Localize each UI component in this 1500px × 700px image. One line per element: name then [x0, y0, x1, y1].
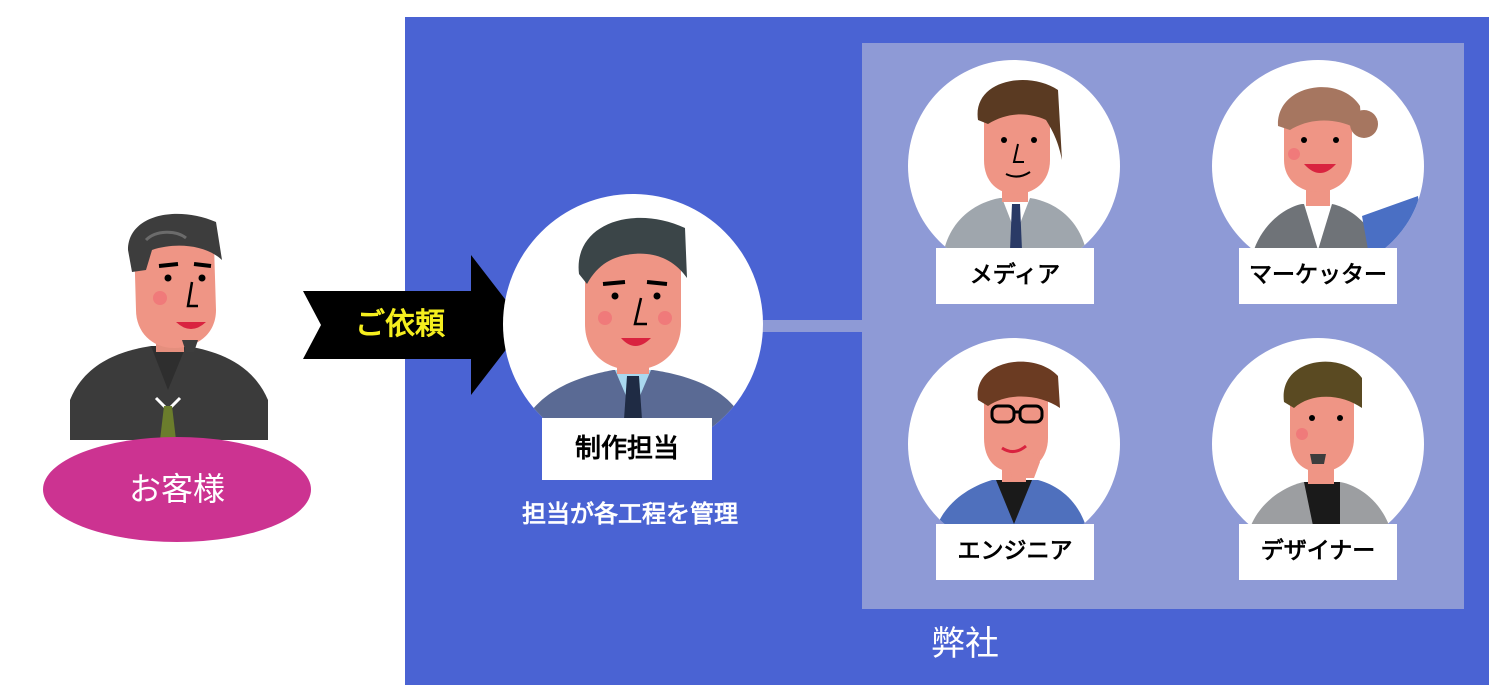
marketer-avatar-icon: [1252, 87, 1424, 272]
company-label: 弊社: [931, 624, 999, 664]
customer-avatar-icon: [56, 200, 280, 440]
manager-avatar-icon: [523, 217, 745, 454]
engineer-circle: [908, 338, 1120, 550]
media-role-label: メディア: [936, 248, 1094, 304]
marketer-circle: [1212, 60, 1424, 272]
designer-circle: [1212, 338, 1424, 550]
manager-circle: [503, 194, 763, 454]
engineer-role-label: エンジニア: [936, 524, 1094, 580]
customer-label: お客様: [43, 437, 311, 542]
media-circle: [908, 60, 1120, 272]
marketer-role-label: マーケッター: [1239, 248, 1397, 304]
request-label: ご依頼: [355, 307, 445, 342]
manager-note: 担当が各工程を管理: [522, 500, 738, 528]
engineer-avatar-icon: [934, 361, 1088, 550]
designer-avatar-icon: [1248, 361, 1392, 550]
media-avatar-icon: [944, 80, 1086, 272]
request-arrow-icon: [303, 255, 525, 395]
manager-team-connector: [757, 320, 863, 332]
manager-role-label: 制作担当: [542, 418, 712, 480]
designer-role-label: デザイナー: [1239, 524, 1397, 580]
